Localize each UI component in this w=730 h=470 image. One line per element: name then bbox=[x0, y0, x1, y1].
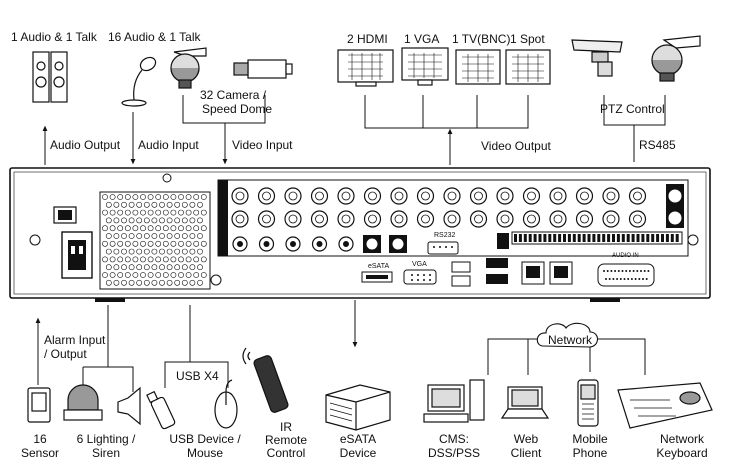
label-video-input: Video Input bbox=[232, 138, 293, 152]
alarm-terminal-block bbox=[514, 234, 679, 242]
label-alarm-line2: / Output bbox=[44, 347, 87, 361]
cms-pc-icon bbox=[423, 379, 485, 423]
ptz-camera-icon bbox=[571, 39, 623, 77]
label-ir-line1: IR bbox=[280, 420, 292, 434]
lighting-siren-icon bbox=[63, 384, 141, 426]
label-vga-port: VGA bbox=[412, 261, 427, 268]
label-cms-line1: CMS: bbox=[439, 432, 469, 446]
bnc-video-ports bbox=[231, 187, 647, 253]
label-audio-input: Audio Input bbox=[138, 138, 199, 152]
mouse-icon bbox=[214, 379, 238, 429]
label-sensor-line2: Sensor bbox=[20, 446, 60, 460]
label-lighting-line2: Siren bbox=[91, 446, 121, 460]
dvr-rear-panel bbox=[9, 167, 711, 302]
label-web-line2: Client bbox=[510, 446, 542, 460]
vga-monitor-icon bbox=[401, 47, 449, 86]
box-camera-icon bbox=[233, 59, 293, 79]
spot-monitor-icon bbox=[505, 49, 551, 85]
label-esata-line1: eSATA bbox=[339, 432, 377, 446]
speaker-icon bbox=[32, 51, 68, 103]
label-esata-line2: Device bbox=[339, 446, 377, 460]
label-usb-line2: Mouse bbox=[186, 446, 224, 460]
label-mobile-line1: Mobile bbox=[572, 432, 608, 446]
label-audio-output: Audio Output bbox=[50, 138, 121, 152]
label-1-vga: 1 VGA bbox=[404, 32, 440, 46]
ptz-dome-icon bbox=[651, 35, 701, 82]
label-ptz-control: PTZ Control bbox=[600, 102, 665, 116]
label-keyboard-line1: Network bbox=[659, 432, 705, 446]
label-usb-x4: USB X4 bbox=[176, 369, 219, 383]
label-rs485: RS485 bbox=[639, 138, 676, 152]
label-esata-port: eSATA bbox=[368, 263, 390, 270]
hdmi-monitor-icon bbox=[337, 49, 394, 87]
label-mobile-line2: Phone bbox=[572, 446, 608, 460]
label-ir-line3: Control bbox=[266, 446, 306, 460]
label-alarm-line1: Alarm Input bbox=[44, 333, 106, 347]
label-web-line1: Web bbox=[513, 432, 539, 446]
label-lighting-line1: 6 Lighting / bbox=[76, 432, 136, 446]
mobile-phone-icon bbox=[577, 379, 599, 427]
label-sensor-line1: 16 bbox=[33, 432, 47, 446]
speed-dome-icon bbox=[170, 47, 207, 89]
esata-device-icon bbox=[325, 384, 391, 431]
label-audio-in: AUDIO IN bbox=[612, 253, 639, 259]
network-cloud-icon bbox=[536, 322, 599, 348]
sensor-icon bbox=[27, 387, 51, 423]
label-16-audio-1-talk: 16 Audio & 1 Talk bbox=[108, 30, 201, 44]
label-rs232: RS232 bbox=[434, 232, 456, 239]
label-video-output: Video Output bbox=[481, 139, 551, 153]
network-keyboard-icon bbox=[617, 382, 713, 429]
top-connections bbox=[42, 95, 666, 165]
laptop-icon bbox=[500, 386, 550, 419]
label-1-tv-bnc: 1 TV(BNC) bbox=[452, 32, 511, 46]
label-1-spot: 1 Spot bbox=[510, 32, 545, 46]
label-ir-line2: Remote bbox=[264, 433, 308, 447]
label-usb-line1: USB Device / bbox=[169, 432, 241, 446]
fan-grille bbox=[102, 194, 207, 286]
label-network: Network bbox=[548, 333, 593, 347]
tv-monitor-icon bbox=[455, 49, 501, 85]
label-1-audio-1-talk: 1 Audio & 1 Talk bbox=[11, 30, 97, 44]
microphone-icon bbox=[121, 56, 157, 107]
label-camera-line2: Speed Dome bbox=[202, 102, 273, 116]
label-keyboard-line2: Keyboard bbox=[656, 446, 708, 460]
db25-connector bbox=[603, 270, 650, 280]
label-camera-line1: 32 Camera / bbox=[200, 88, 267, 102]
usb-device-icon bbox=[146, 390, 176, 430]
label-cms-line2: DSS/PSS bbox=[427, 446, 481, 460]
label-2-hdmi: 2 HDMI bbox=[347, 32, 388, 46]
ir-remote-icon bbox=[242, 347, 289, 413]
